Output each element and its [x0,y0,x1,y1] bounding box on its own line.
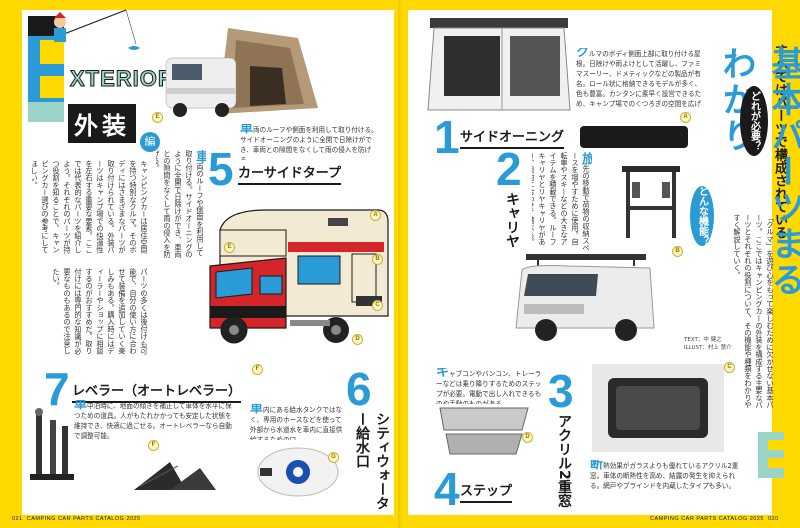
car-side-tarp-photo [165,28,318,117]
fishing-person-illustration [54,9,140,50]
acrylic-window-photo [592,364,724,452]
part-label-a-2: A [680,112,691,123]
part-label-e-2: E [224,242,235,253]
part-5-body-text: 両のルーフや側面を利用して取り付ける。サイドオーニングのように全開で日除けができ… [156,150,205,258]
part-4-title: ステップ [460,480,513,503]
part-3-body: 断熱効果がガラスよりも優れているアクリル2重窓。車体の断熱性を高め、結露の発生を… [590,460,740,500]
section-title: 外装 [68,104,136,143]
part-5-body-initial: 車 [193,150,206,163]
headline-lead: すべてはパーツで構成されている [772,44,787,239]
part-7-body-text: 中泊時に、地面の傾きを補正して車体を水平に保つための道具。人がもたれかかっても安… [74,402,232,440]
part-1-body: クルマのボディ側面上部に取り付ける屋根。日除けや雨よけとして活躍し、ファミマスー… [576,48,706,108]
headline-bubble-2: どんな機能？ [690,186,714,246]
part-5-body: 車両のルーフや側面を利用して取り付ける。サイドオーニングのように全開で日除けがで… [156,150,206,258]
part-1-title: サイドオーニング [460,126,565,149]
part-6-body-text: 内にある給水タンクではなく、専用のホースなどを使って外部から水道水を車内に直接供… [250,406,343,440]
part-label-d: D [352,334,363,345]
left-page: E XTERIOR 外装 編 E キャンピングカーは居住空間を持つ特別なクルマ。… [12,9,394,522]
part-4-body-text: ャブコンやバンコン、トレーラーなどは乗り降りするためのステップが必要。電動で出し… [436,370,542,404]
part-label-g: G [328,452,339,463]
section-title-suffix: 編 [140,132,160,152]
part-1-body-initial: ク [576,48,590,60]
part-3-title: アクリル2重窓 [556,414,572,508]
part-label-f-2: F [252,364,263,375]
part-label-f: F [148,440,159,451]
part-7-title: レベラー（オートレベラー） [72,380,242,403]
part-2-number: 2 [496,143,522,195]
part-7-number: 7 [44,363,70,415]
exterior-word: XTERIOR [70,66,175,92]
part-5-lead-body: 両のルーフや側面を利用して取り付ける。サイドオーニングのように全開で日除けができ… [240,126,378,160]
part-5-lead-initial: 車 [240,124,254,136]
right-page: クルマのボディ側面上部に取り付ける屋根。日除けや雨よけとして活躍し、ファミマスー… [400,0,800,528]
headline-bubble-1: どれが必要？ [740,86,768,156]
part-3-number: 3 [548,365,574,417]
part-2-body: 旅先の移動で荷物の収納スペースを増やすために使用。自転車やスキーなどの大きなアイ… [532,152,592,252]
part-7-body-initial: 車 [74,400,88,412]
part-3-body-text: 熱効果がガラスよりも優れているアクリル2重窓。車体の断熱性を高め、結露の発生を抑… [590,462,739,490]
side-awning-tent-photo [427,18,571,111]
part-label-c-2: C [724,362,735,373]
right-e-mark [758,432,784,478]
intro-text-column-1: キャンピングカーは居住空間を持つ特別なクルマ。そのボディにはさまざまなパーツが取… [32,160,149,254]
part-3-body-initial: 断 [590,460,604,472]
part-2-body-initial: 旅 [579,152,592,165]
part-5-number: 5 [208,143,234,195]
left-folio: 021 CAMPING CAR PARTS CATALOG 2025 [12,516,141,522]
part-6-body-initial: 車 [250,404,264,416]
jack-stand-photo [30,408,74,480]
part-label-b-2: B [672,246,683,257]
part-5-title: カーサイドタープ [238,162,341,185]
part-4-body: キャブコンやバンコン、トレーラーなどは乗り降りするためのステップが必要。電動で出… [436,368,544,404]
part-1-number: 1 [434,111,460,163]
part-label-e: E [152,112,163,123]
intro-text-column-2: パーツの多くは後付けも可能で、自分の使い方に合わせて装備を追加していく楽しみもあ… [52,268,149,355]
ramp-leveler-photo [134,462,216,490]
right-folio-number: 020 [768,516,779,522]
part-label-b: B [372,254,383,265]
part-label-a: A [370,210,381,221]
part-6-number: 6 [346,363,372,415]
part-6-title: シティウォーター給水口 [354,412,390,510]
camper-illustration [209,209,389,344]
van-with-roof-carrier-photo [515,254,655,341]
awning-case-photo [580,126,688,148]
part-2-body-text: 先の移動で荷物の収納スペースを増やすために使用。自転車やスキーなどの大きなアイテ… [532,152,591,252]
left-folio-number: 021 [12,516,23,522]
left-catalog-name: CAMPING CAR PARTS CATALOG 2025 [26,516,141,522]
part-label-c: C [372,300,383,311]
rear-carrier-photo [622,166,680,238]
step-photo [439,407,529,455]
part-4-body-initial: キ [436,368,450,380]
part-7-body: 車中泊時に、地面の傾きを補正して車体を水平に保つための道具。人がもたれかかっても… [74,400,234,440]
part-5-lead-text: 車両のルーフや側面を利用して取り付ける。サイドオーニングのように全開で日除けがで… [240,124,380,160]
intro-text-right: 「クルマ」を遊び心をもって楽しむために欠かせない基本パーツ。ここではキャンピング… [733,214,775,409]
right-catalog-name: CAMPING CAR PARTS CATALOG 2025 [650,516,764,522]
part-6-body: 車内にある給水タンクではなく、専用のホースなどを使って外部から水道水を車内に直接… [250,404,344,440]
part-1-body-text: ルマのボディ側面上部に取り付ける屋根。日除けや雨よけとして活躍し、ファミマスーリ… [576,50,702,108]
spine-shadow [398,0,402,528]
right-folio: CAMPING CAR PARTS CATALOG 2025 020 [650,516,779,522]
part-label-d-2: D [522,432,533,443]
part-4-number: 4 [434,463,460,515]
part-2-title: キャリヤ [504,192,520,248]
city-water-inlet-photo [257,447,339,497]
credit: TEXT：中 健之 ILLUST：村上 慧介 [684,337,732,351]
